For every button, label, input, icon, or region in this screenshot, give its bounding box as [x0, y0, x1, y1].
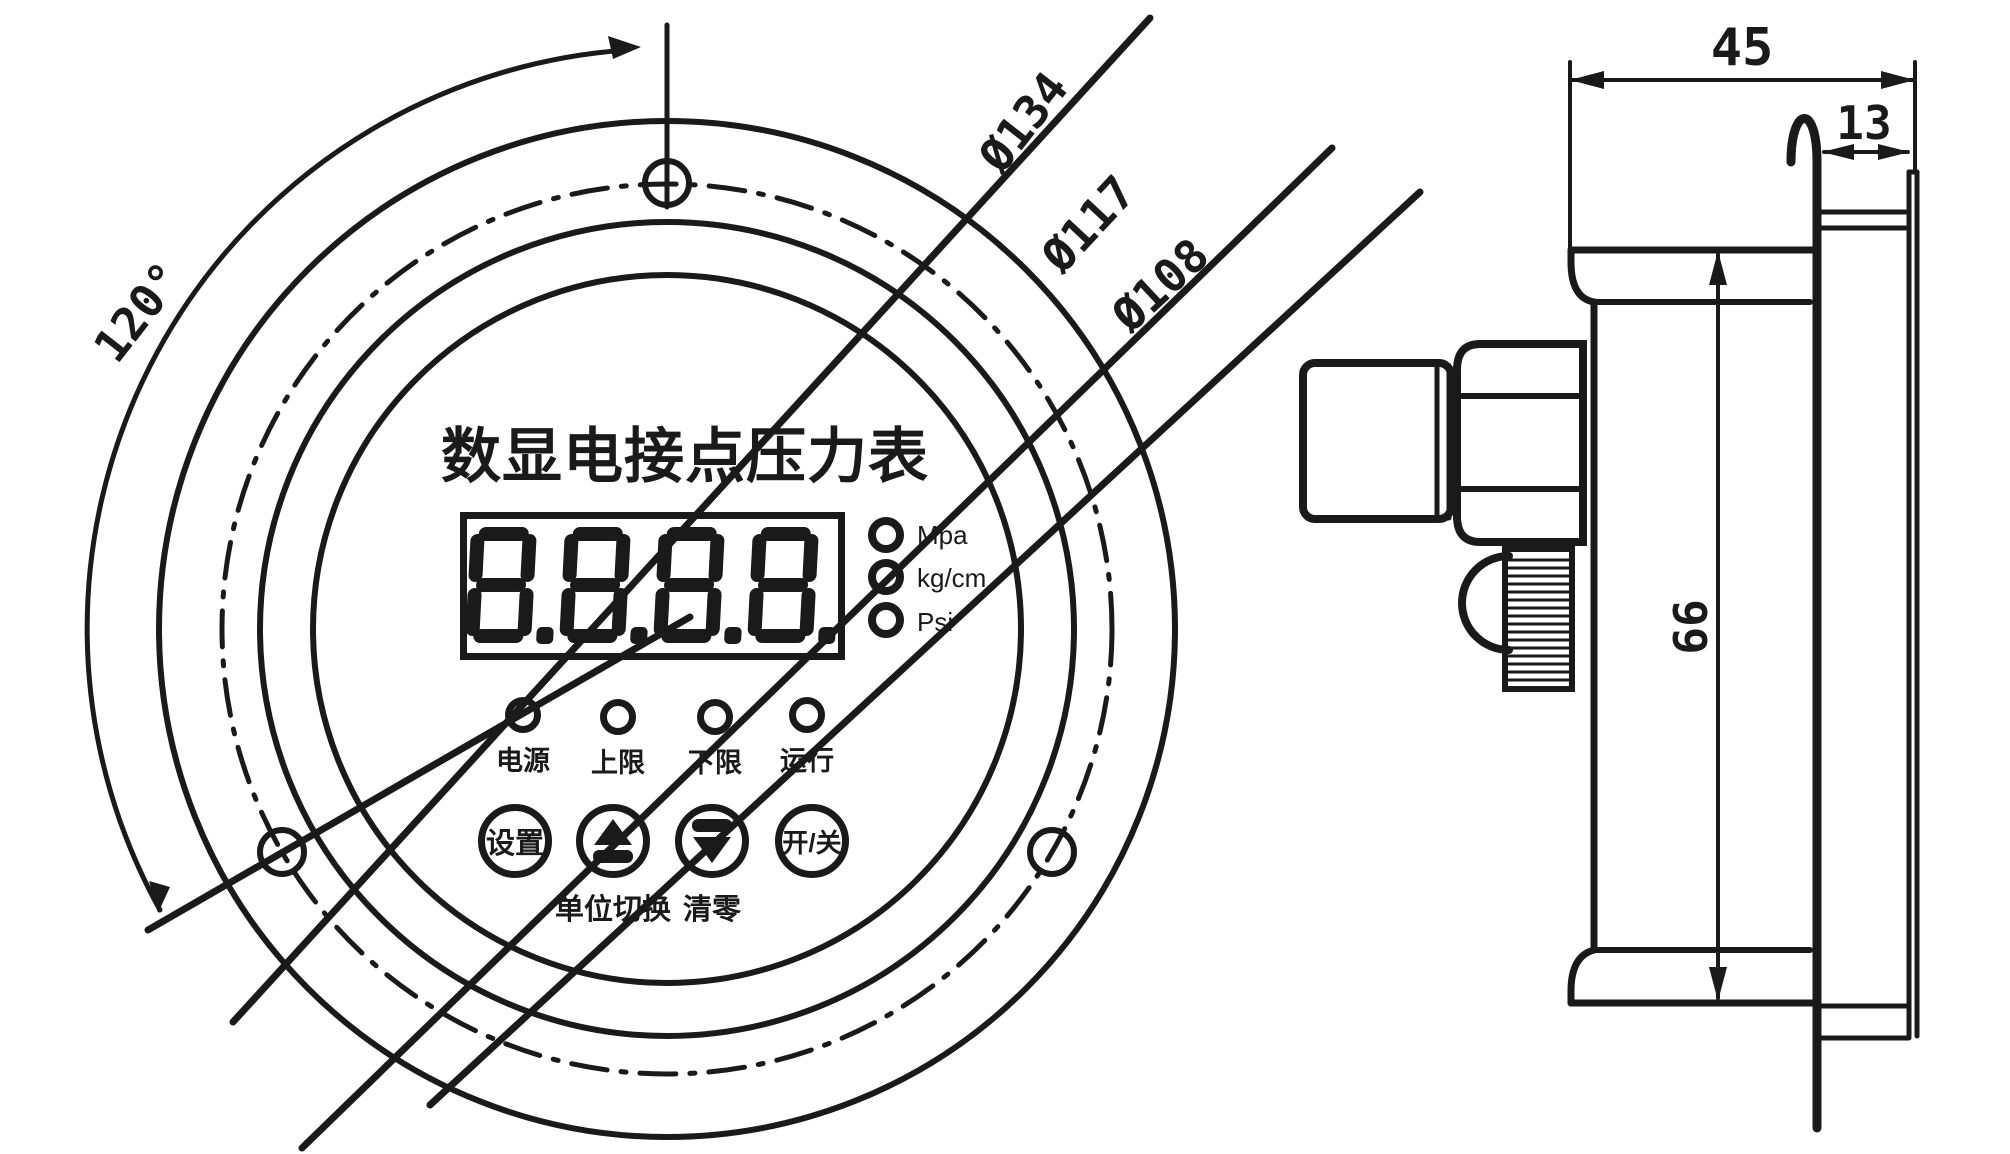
arc-arrow-top	[608, 36, 641, 59]
seven-segment-display	[460, 512, 845, 660]
dim-label-d117: Ø117	[1030, 165, 1146, 283]
hex-nut-joint	[1434, 363, 1452, 521]
bracket-arm-bottom	[1819, 1003, 1912, 1041]
decimal-point	[817, 627, 836, 644]
mounting-hole-right	[1027, 827, 1077, 877]
power-button-label: 开/关	[782, 827, 842, 858]
gland-knurl	[1502, 546, 1575, 692]
set-button-label: 设置	[485, 828, 544, 860]
led-label-power: 电源	[496, 746, 550, 776]
dim-label-13: 13	[1836, 96, 1892, 150]
seven-segment-digit	[558, 527, 652, 645]
arc-arrow-bottom	[149, 881, 170, 913]
dim-label-d134: Ø134	[968, 61, 1079, 183]
arrow-down-icon	[693, 837, 731, 863]
bracket-strap	[1786, 114, 1822, 1133]
decimal-point	[535, 627, 554, 644]
arrow-up-bar-icon	[593, 850, 633, 863]
clear-button	[675, 804, 749, 878]
clear-label: 清零	[682, 894, 741, 926]
dim-label-45: 45	[1710, 18, 1774, 78]
arrow-up-icon	[594, 819, 632, 845]
unit-led-mpa	[868, 517, 904, 553]
gauge-title: 数显电接点压力表	[441, 423, 929, 490]
led-label-upper-limit: 上限	[591, 748, 645, 778]
led-power	[505, 697, 541, 733]
led-label-lower-limit: 下限	[688, 748, 742, 778]
case-front-face	[1567, 246, 1598, 1007]
bracket-arm-top	[1819, 209, 1912, 231]
decimal-point	[629, 627, 648, 644]
unit-label-kgcm: kg/cm	[917, 563, 987, 593]
power-button: 开/关	[775, 804, 849, 878]
led-label-run: 运行	[780, 746, 834, 776]
gland-knurl-stripes	[1506, 558, 1571, 682]
dim-label-66: 66	[1664, 599, 1718, 655]
gland-dome	[1458, 552, 1513, 654]
hex-adapter	[1453, 340, 1587, 546]
unit-label-mpa: Mpa	[917, 520, 968, 550]
led-lower-limit	[697, 699, 733, 735]
unit-led-kgcm	[868, 559, 904, 595]
led-run	[789, 697, 825, 733]
seven-segment-digit	[746, 527, 840, 645]
arrow-down-bar-icon	[692, 819, 732, 832]
mounting-hole-top	[642, 158, 692, 208]
unit-switch-button	[576, 804, 650, 878]
unit-led-psi	[868, 602, 904, 638]
dim-label-d108: Ø108	[1101, 227, 1220, 343]
hex-adapter-flats	[1456, 393, 1586, 492]
set-button: 设置	[478, 804, 552, 878]
led-upper-limit	[600, 699, 636, 735]
decimal-point	[723, 627, 742, 644]
seven-segment-digit	[652, 527, 746, 645]
seven-segment-digit	[464, 527, 558, 645]
unit-label-psi: Psi	[917, 607, 954, 637]
hex-nut	[1299, 359, 1455, 523]
dim-label-120deg: 120°	[83, 251, 194, 373]
mounting-hole-left	[257, 827, 307, 877]
